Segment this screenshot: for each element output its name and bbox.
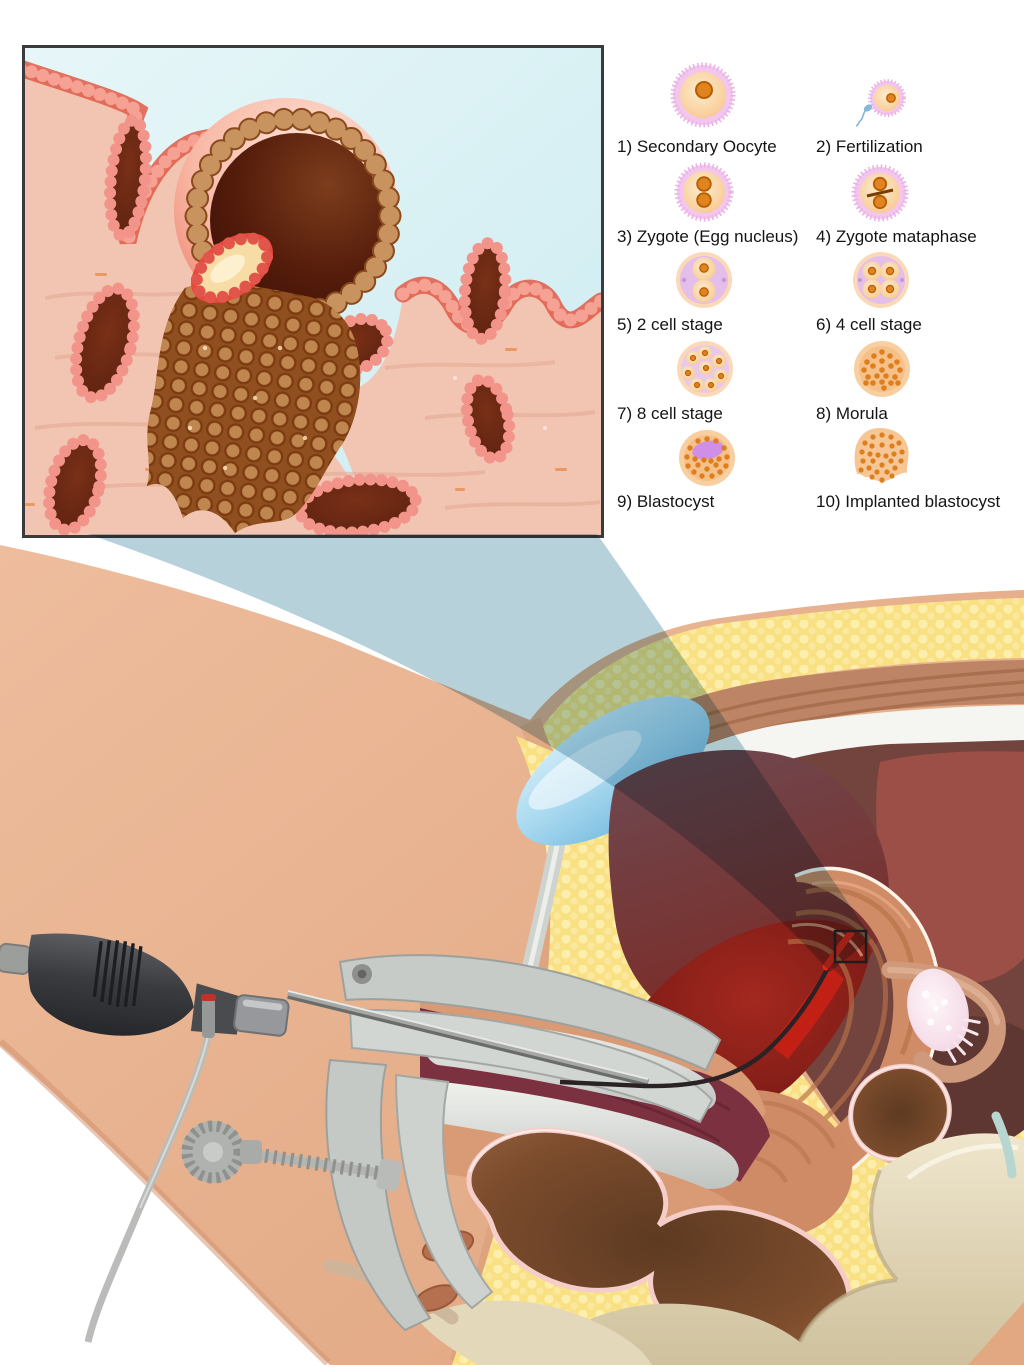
eight-cell-stage-icon bbox=[677, 341, 733, 397]
implanted-blastocyst-illustration bbox=[25, 48, 601, 535]
embryo-transfer-scene bbox=[0, 545, 1024, 1365]
fimbriae bbox=[946, 1018, 981, 1063]
fertilization-icon bbox=[855, 79, 906, 127]
scope-side-port bbox=[201, 994, 216, 1038]
stage-label-6: 6) 4 cell stage bbox=[816, 315, 922, 334]
uterine-glands bbox=[42, 114, 516, 535]
implanted-blastocyst-icon bbox=[854, 428, 909, 484]
stage-label-8: 8) Morula bbox=[816, 404, 888, 423]
fascia-band bbox=[636, 705, 1024, 826]
trophoblast-mesh bbox=[147, 282, 361, 533]
stage-label-5: 5) 2 cell stage bbox=[617, 315, 723, 334]
legend-item-7 bbox=[675, 339, 735, 399]
two-cell-stage-icon bbox=[676, 252, 732, 308]
stage-label-4: 4) Zygote mataphase bbox=[816, 227, 977, 246]
ovary bbox=[907, 968, 981, 1063]
legend-item-8 bbox=[852, 339, 912, 399]
legend-item-4 bbox=[850, 163, 910, 223]
four-cell-stage-icon bbox=[853, 252, 909, 308]
cartilage-line bbox=[991, 1111, 1017, 1179]
stage-label-2: 2) Fertilization bbox=[816, 137, 923, 156]
stage-label-7: 7) 8 cell stage bbox=[617, 404, 723, 423]
stage-label-9: 9) Blastocyst bbox=[617, 492, 715, 511]
inner-cell-mass bbox=[190, 232, 274, 304]
skin-corner bbox=[968, 1302, 1024, 1365]
implanted-blastocyst bbox=[147, 98, 402, 533]
legend-item-3 bbox=[673, 161, 735, 223]
stage-label-3: 3) Zygote (Egg nucleus) bbox=[617, 227, 799, 246]
speculum-screw bbox=[181, 1120, 402, 1191]
legend-item-2 bbox=[852, 73, 908, 129]
pubic-bone bbox=[418, 1300, 652, 1365]
legend-item-6 bbox=[851, 250, 911, 310]
zygote-icon bbox=[674, 162, 734, 222]
speculum bbox=[181, 954, 722, 1332]
blastocyst-icon bbox=[679, 430, 735, 486]
zygote-metaphase-icon bbox=[851, 164, 909, 222]
hysteroscope bbox=[0, 933, 649, 1343]
legend-item-10 bbox=[850, 425, 914, 491]
stage-label-1: 1) Secondary Oocyte bbox=[617, 137, 777, 156]
stage-label-10: 10) Implanted blastocyst bbox=[816, 492, 1001, 511]
sperm-icon bbox=[855, 104, 873, 127]
implantation-marker bbox=[833, 929, 868, 964]
morula-icon bbox=[854, 341, 910, 397]
implantation-inset-panel bbox=[22, 45, 604, 538]
legend-item-9 bbox=[677, 428, 737, 488]
legend-item-1 bbox=[669, 61, 737, 129]
stages-legend: 1) Secondary Oocyte 2) Fertilization 3) … bbox=[600, 45, 1024, 523]
secondary-oocyte-icon bbox=[670, 62, 736, 128]
legend-item-5 bbox=[674, 250, 734, 310]
